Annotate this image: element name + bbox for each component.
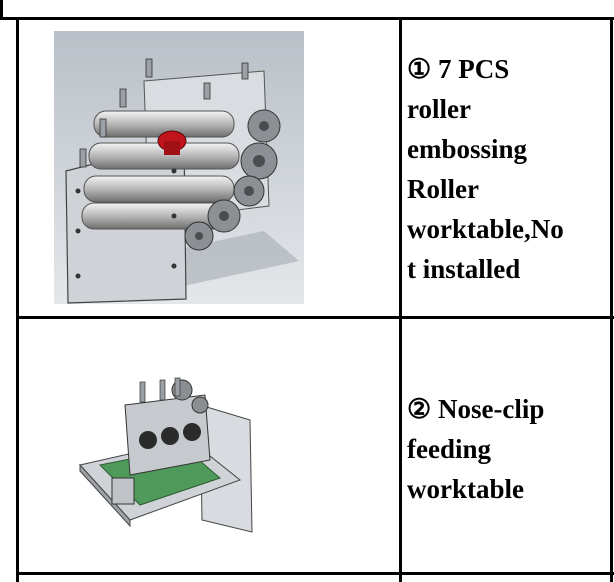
description-line: worktable (407, 474, 524, 504)
description-line: embossing (407, 134, 528, 164)
description-line: Roller (407, 174, 479, 204)
table-left-border (16, 17, 19, 582)
table-column-divider (399, 17, 402, 582)
nose-clip-worktable-render (70, 370, 260, 540)
description-line: roller (407, 94, 471, 124)
nose-clip-worktable-description: ② Nose-clip feeding worktable (407, 389, 612, 509)
nose-clip-worktable-image (70, 370, 260, 540)
description-line: worktable,No (407, 214, 564, 244)
table-row-divider (16, 316, 614, 319)
description-line: t installed (407, 254, 521, 284)
table-top-border (0, 17, 614, 20)
roller-worktable-render (54, 31, 304, 304)
description-line: feeding (407, 434, 491, 464)
description-line: ② Nose-clip (407, 394, 545, 424)
description-line: ① 7 PCS (407, 54, 510, 84)
table-right-border (610, 17, 613, 582)
table-bottom-border (16, 572, 614, 575)
roller-worktable-image (54, 31, 304, 304)
table-top-border (0, 0, 3, 19)
roller-worktable-description: ① 7 PCS roller embossing Roller worktabl… (407, 49, 612, 289)
